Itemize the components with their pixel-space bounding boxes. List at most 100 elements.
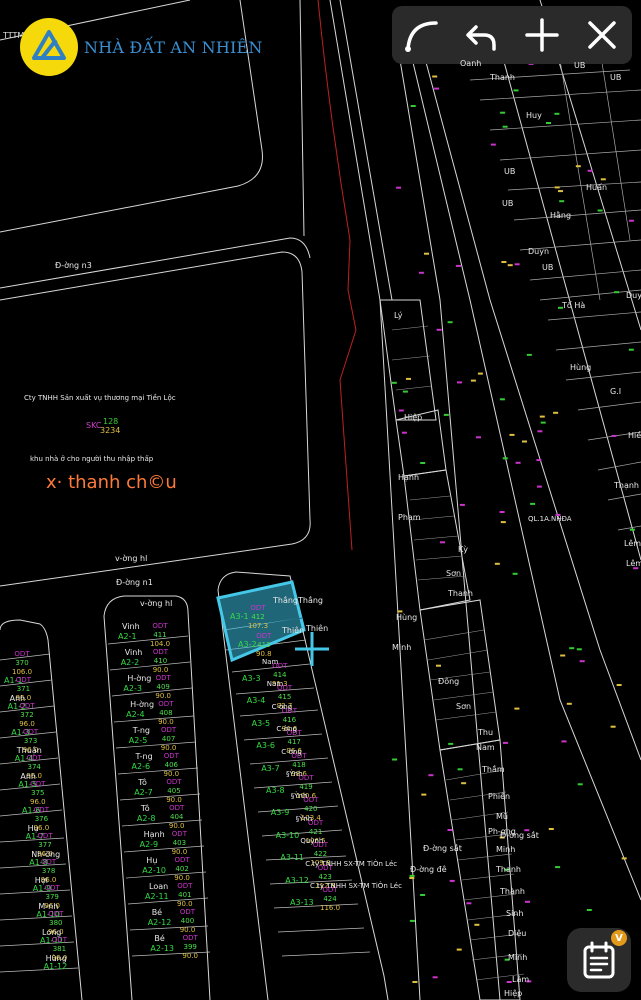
parcel-owner: Vinh xyxy=(124,648,143,657)
survey-marker xyxy=(432,75,438,78)
parcel-type: ODT xyxy=(298,774,314,782)
owner-name: Minh xyxy=(392,643,412,652)
survey-marker xyxy=(628,348,634,351)
owner-name: Thành xyxy=(500,887,525,896)
parcel-number: 381 xyxy=(52,945,67,953)
undo-button[interactable] xyxy=(460,13,504,57)
owner-name: Duyn xyxy=(528,247,550,256)
parcel-type: ODT xyxy=(182,934,198,942)
survey-marker xyxy=(391,381,397,384)
parcel-number: 416 xyxy=(282,715,297,724)
selection-owner-1: Thắng xyxy=(273,596,299,605)
add-point-button[interactable] xyxy=(520,13,564,57)
owner-name: Hằng xyxy=(550,211,572,220)
parcel-id: A3-8 xyxy=(266,786,285,795)
owner-name: Huy xyxy=(526,111,542,120)
survey-marker xyxy=(621,857,627,860)
survey-marker xyxy=(576,648,582,651)
parcel-number: 418 xyxy=(292,760,306,769)
owner-name: Thanh xyxy=(490,73,515,82)
parcel-number: 420 xyxy=(304,805,318,814)
parcel-type: ODT xyxy=(23,728,39,736)
survey-marker xyxy=(490,143,496,146)
parcel-area: 107.3 xyxy=(248,622,269,630)
parcel-type: ODT xyxy=(169,804,185,812)
parcel-area: 90.0 xyxy=(166,796,182,804)
parcel-id: A3-7 xyxy=(261,763,280,773)
parcel-id: A1-11 xyxy=(40,936,64,945)
survey-marker xyxy=(577,783,583,786)
owner-name: Oanh xyxy=(460,59,482,68)
parcel-id: A1-12 xyxy=(43,962,68,971)
parcel-area: 96.0 xyxy=(33,824,50,832)
survey-marker xyxy=(502,457,508,460)
parcel-number: 410 xyxy=(153,657,168,665)
parcel-number: 417 xyxy=(287,738,301,747)
survey-marker xyxy=(522,440,527,443)
parcel-owner: H-ờng xyxy=(130,700,155,709)
survey-marker xyxy=(476,436,481,439)
survey-marker xyxy=(459,503,465,506)
parcel-area: 112.8 xyxy=(315,881,336,890)
survey-marker xyxy=(499,836,505,839)
notes-fab-button[interactable]: V xyxy=(567,928,631,992)
survey-marker xyxy=(586,909,592,911)
parcel-type: ODT xyxy=(44,884,60,892)
parcel-area: 90.0 xyxy=(163,770,180,778)
owner-name: Hạnh xyxy=(398,473,420,482)
parcel-number: 375 xyxy=(31,789,45,797)
parcel-owner: §Ỳnh xyxy=(290,792,308,801)
parcel-type: ODT xyxy=(281,706,297,715)
survey-marker xyxy=(548,828,554,830)
survey-marker xyxy=(457,381,462,384)
survey-marker xyxy=(558,306,563,309)
parcel-id: A3-5 xyxy=(251,718,271,728)
survey-marker xyxy=(500,521,506,524)
parcel-area: 96.0 xyxy=(30,798,46,806)
parcel-id: A2-12 xyxy=(147,918,172,927)
parcel-id: A3-13 xyxy=(290,898,314,907)
survey-marker xyxy=(499,511,505,513)
survey-marker xyxy=(524,829,530,832)
parcel-owner: T-ng xyxy=(132,726,150,735)
parcel-id: A2-11 xyxy=(145,892,169,901)
parcel-type: ODT xyxy=(303,796,319,805)
owner-name: UB xyxy=(502,199,514,208)
parcel-id: A3-6 xyxy=(256,741,275,751)
close-button[interactable] xyxy=(580,13,624,57)
survey-marker xyxy=(514,707,520,710)
parcel-id: A2-8 xyxy=(136,814,156,823)
parcel-area: 98.6 xyxy=(291,769,307,778)
road-ql: QL.1A.NHĐA xyxy=(528,515,572,523)
parcel-number: 372 xyxy=(20,711,34,719)
parcel-area: 90.0 xyxy=(171,848,188,856)
parcel-number: 371 xyxy=(16,685,31,693)
draw-curve-button[interactable] xyxy=(400,13,444,57)
parcel-id: A3-10 xyxy=(275,830,300,840)
survey-marker xyxy=(409,874,415,877)
survey-marker xyxy=(474,923,480,926)
survey-marker xyxy=(434,87,440,90)
parcel-number: 419 xyxy=(299,783,313,791)
survey-marker xyxy=(526,980,532,983)
parcel-id: A1-1 xyxy=(4,676,23,685)
parcel-area: 104.0 xyxy=(150,640,171,648)
parcel-owner: Thắng xyxy=(298,596,324,605)
parcel-owner: Loan xyxy=(149,882,169,891)
survey-marker xyxy=(457,768,463,771)
parcel-owner: Hùng xyxy=(45,954,67,963)
survey-marker xyxy=(502,741,508,744)
survey-marker xyxy=(515,461,521,464)
curve-icon xyxy=(405,21,438,52)
parcel-number: 406 xyxy=(164,761,178,769)
parcel-owner: Thiên xyxy=(306,624,329,633)
parcel-type: ODT xyxy=(171,830,187,838)
parcel-area: 96.0 xyxy=(44,902,60,910)
